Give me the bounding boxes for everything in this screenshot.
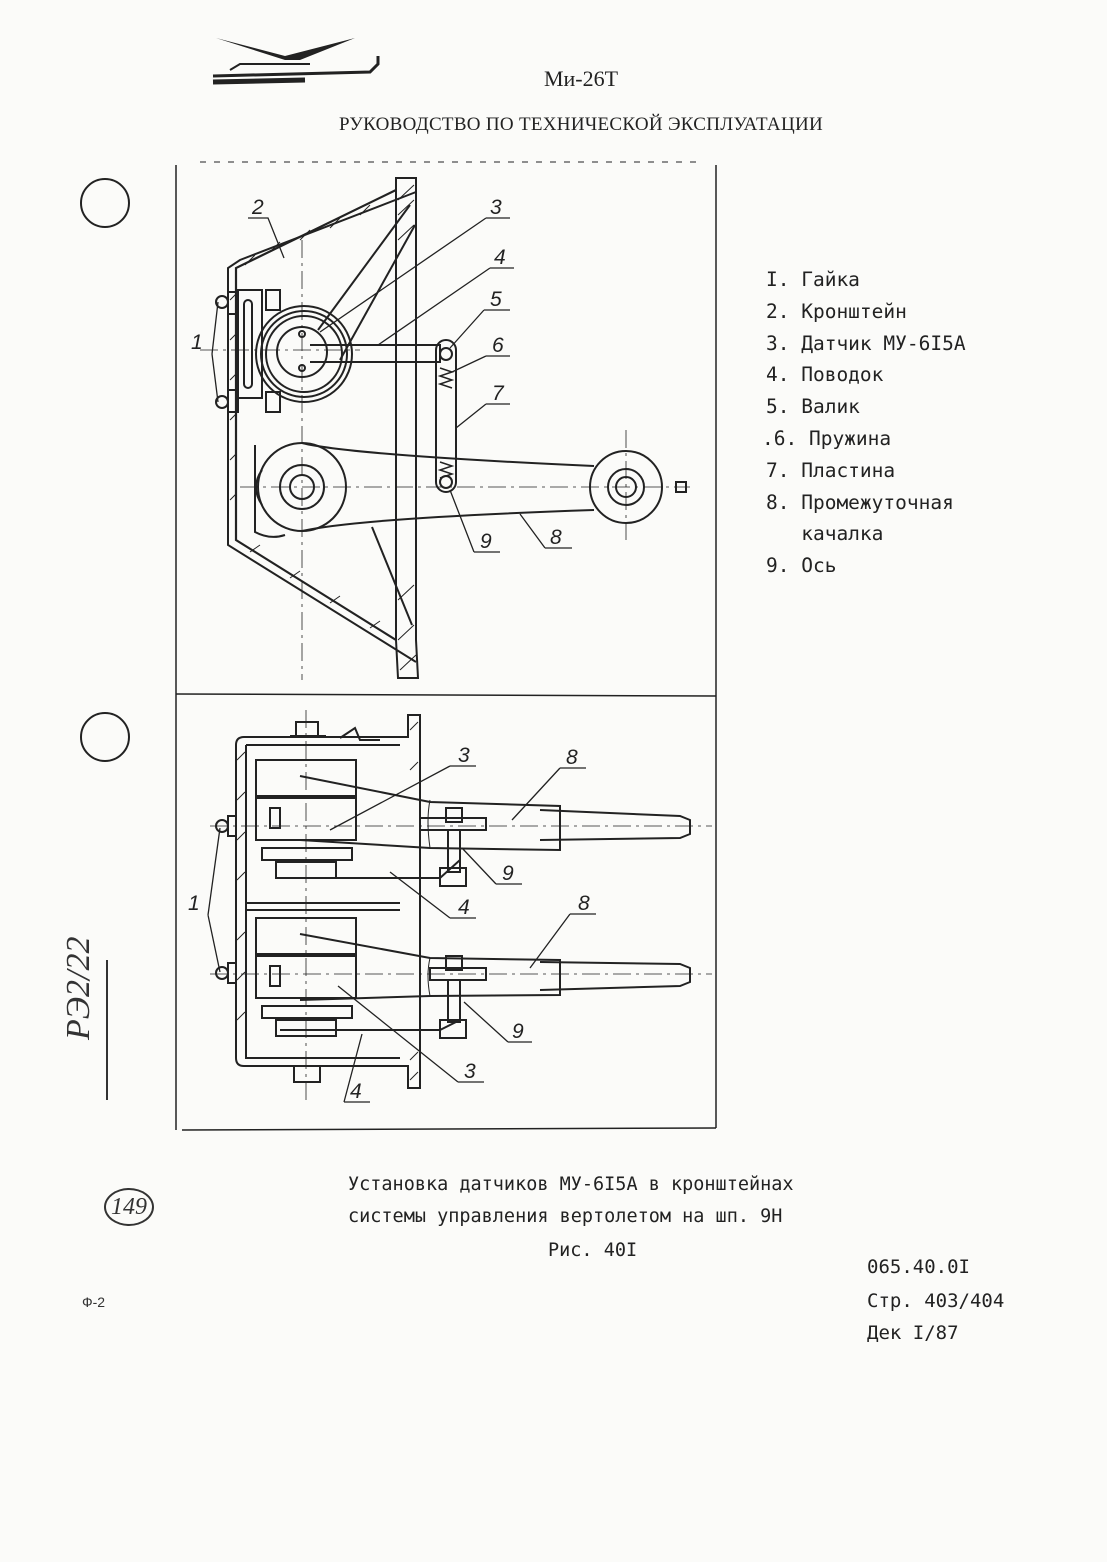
figure-caption-line1: Установка датчиков МУ-6I5А в кронштейнах [348, 1174, 794, 1195]
callout-bottom-4a: 4 [458, 896, 470, 919]
callout-top-9: 9 [480, 530, 492, 553]
callout-bottom-4b: 4 [350, 1080, 362, 1103]
callout-top-1: 1 [191, 331, 203, 354]
aircraft-model: Ми-26Т [543, 66, 619, 91]
figure-number: Рис. 40I [548, 1240, 638, 1261]
page-number: 149 [111, 1194, 147, 1220]
legend-item: I. Гайка [766, 268, 860, 291]
handwritten-mark: РЭ2/22 [60, 936, 97, 1040]
legend-item: .6. Пружина [762, 426, 892, 450]
document-title: РУКОВОДСТВО ПО ТЕХНИЧЕСКОЙ ЭКСПЛУАТАЦИИ [338, 114, 824, 135]
doc-date: Дек I/87 [867, 1322, 959, 1344]
binder-hole [80, 178, 130, 228]
legend-item: 7. Пластина [766, 458, 896, 482]
parts-legend: I. Гайка 2. Кронштейн 3. Датчик МУ-6I5А … [762, 264, 966, 582]
callout-top-3: 3 [490, 196, 502, 219]
page-number-stamp: 149 [104, 1188, 154, 1226]
callout-bottom-3b: 3 [464, 1060, 476, 1083]
callout-bottom-9b: 9 [512, 1020, 524, 1043]
callout-bottom-8b: 8 [578, 892, 590, 915]
form-code: Ф-2 [82, 1294, 106, 1310]
callout-top-4: 4 [494, 246, 506, 269]
handwritten-underline [106, 960, 108, 1100]
logo-mark [212, 38, 380, 85]
callout-bottom-3a: 3 [458, 744, 470, 767]
technical-drawing: 1 2 3 4 5 6 7 9 8 1 3 8 9 4 8 9 3 4 [175, 161, 717, 1131]
callout-bottom-8a: 8 [566, 746, 578, 769]
legend-item: 2. Кронштейн [766, 299, 907, 323]
binder-hole [80, 712, 130, 762]
legend-item: 5. Валик [766, 395, 860, 419]
doc-page: Стр. 403/404 [867, 1290, 1005, 1312]
callout-bottom-1: 1 [188, 892, 200, 915]
legend-item: 3. Датчик МУ-6I5А [766, 331, 966, 355]
callout-top-8: 8 [550, 526, 562, 549]
callout-top-2: 2 [251, 196, 264, 219]
callout-bottom-9a: 9 [502, 862, 514, 885]
callout-top-6: 6 [492, 334, 504, 357]
legend-item: 9. Ось [766, 554, 837, 578]
figure-caption-line2: системы управления вертолетом на шп. 9Н [348, 1206, 783, 1227]
legend-item: качалка [766, 522, 884, 546]
legend-item: 4. Поводок [766, 363, 884, 387]
callout-top-5: 5 [490, 288, 502, 311]
legend-item: 8. Промежуточная [766, 490, 954, 514]
doc-code: 065.40.0I [867, 1256, 970, 1278]
callout-top-7: 7 [492, 382, 505, 405]
